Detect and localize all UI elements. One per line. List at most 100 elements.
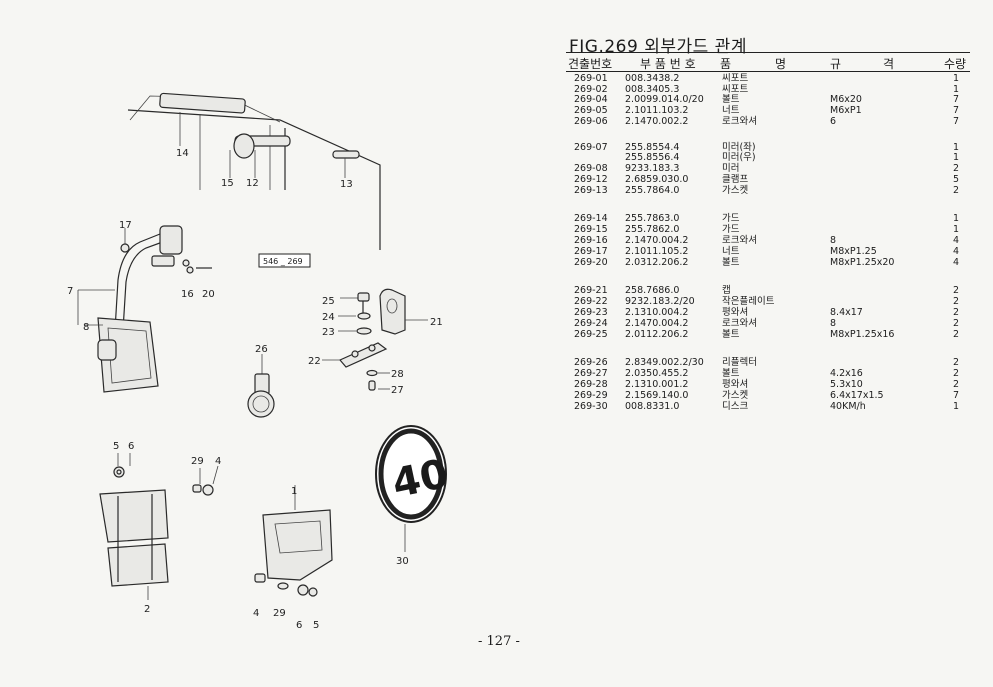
part-spec: M8xP1.25 xyxy=(830,246,877,257)
part-number: 2.1310.004.2 xyxy=(625,307,689,318)
part-name: 미러(우) xyxy=(722,152,756,163)
item-number: 269-25 xyxy=(574,329,608,340)
item-number: 269-15 xyxy=(574,224,608,235)
callout: 27 xyxy=(391,385,404,396)
callout: 25 xyxy=(322,296,335,307)
part-quantity: 4 xyxy=(953,235,960,246)
part-number: 255.8556.4 xyxy=(625,152,680,163)
part-quantity: 4 xyxy=(953,257,960,268)
part-quantity: 5 xyxy=(953,174,960,185)
part-spec: 4.2x16 xyxy=(830,368,863,379)
part-spec: 8.4x17 xyxy=(830,307,863,318)
header-no: 견출번호 xyxy=(568,57,613,71)
part-name: 볼트 xyxy=(722,257,740,268)
part-name: 가스켓 xyxy=(722,390,749,401)
part-quantity: 7 xyxy=(953,105,960,116)
part-quantity: 2 xyxy=(953,357,960,368)
part-name: 볼트 xyxy=(722,94,740,105)
item-number: 269-05 xyxy=(574,105,608,116)
header-qty: 수량 xyxy=(944,57,967,71)
callout: 1 xyxy=(291,486,297,497)
callout: 6 xyxy=(128,441,134,452)
part-spec: 6.4x17x1.5 xyxy=(830,390,884,401)
part-quantity: 1 xyxy=(953,84,960,95)
part-spec: 40KM/h xyxy=(830,401,866,412)
part-number: 008.3438.2 xyxy=(625,73,680,84)
part-number: 255.7863.0 xyxy=(625,213,680,224)
callout: 28 xyxy=(391,369,404,380)
part-name: 리플렉터 xyxy=(722,357,757,368)
callout: 8 xyxy=(83,322,89,333)
callout: 30 xyxy=(396,556,409,567)
part-number: 008.8331.0 xyxy=(625,401,680,412)
item-number: 269-26 xyxy=(574,357,608,368)
part-quantity: 1 xyxy=(953,213,960,224)
callout: 12 xyxy=(246,178,259,189)
header-name-a: 품 xyxy=(720,57,732,71)
part-number: 2.0350.455.2 xyxy=(625,368,689,379)
title-underline xyxy=(566,52,970,53)
part-name: 로크와셔 xyxy=(722,116,757,127)
part-number: 255.7862.0 xyxy=(625,224,680,235)
callout: 4 xyxy=(253,608,259,619)
part-name: 가스켓 xyxy=(722,185,749,196)
speed-limit-disc xyxy=(375,425,447,552)
reflector xyxy=(247,354,275,418)
callout: 14 xyxy=(176,148,189,159)
lower-guard xyxy=(99,453,219,600)
disc-number: 40 xyxy=(388,451,452,508)
item-number: 269-07 xyxy=(574,142,608,153)
part-spec: 6 xyxy=(830,116,837,127)
part-number: 255.7864.0 xyxy=(625,185,680,196)
part-name: 평와셔 xyxy=(722,307,749,318)
rear-guard-assembly xyxy=(127,92,381,250)
callout: 15 xyxy=(221,178,234,189)
part-name: 볼트 xyxy=(722,329,740,340)
item-number: 269-17 xyxy=(574,246,608,257)
item-number: 269-27 xyxy=(574,368,608,379)
part-number: 008.3405.3 xyxy=(625,84,680,95)
part-number: 2.1470.004.2 xyxy=(625,318,689,329)
part-number: 9233.183.3 xyxy=(625,163,680,174)
part-spec: 5.3x10 xyxy=(830,379,863,390)
part-number: 258.7686.0 xyxy=(625,285,680,296)
part-number: 2.0112.206.2 xyxy=(625,329,689,340)
part-spec: 8 xyxy=(830,235,837,246)
part-quantity: 7 xyxy=(953,390,960,401)
drawing-reference: 546 _ 269 xyxy=(263,257,303,266)
callout: 16 xyxy=(181,289,194,300)
item-number: 269-04 xyxy=(574,94,608,105)
part-name: 디스크 xyxy=(722,401,749,412)
callout: 5 xyxy=(313,620,319,631)
mirror-assembly xyxy=(77,225,212,393)
part-quantity: 2 xyxy=(953,163,960,174)
part-quantity: 4 xyxy=(953,246,960,257)
callout: 22 xyxy=(308,356,321,367)
part-name: 너트 xyxy=(722,246,740,257)
part-name: 너트 xyxy=(722,105,740,116)
item-number: 269-16 xyxy=(574,235,608,246)
callout: 20 xyxy=(202,289,215,300)
part-number: 2.1470.004.2 xyxy=(625,235,689,246)
part-number: 2.6859.030.0 xyxy=(625,174,689,185)
part-name: 가드 xyxy=(722,224,740,235)
header-underline xyxy=(566,71,970,72)
item-number: 269-21 xyxy=(574,285,608,296)
part-quantity: 1 xyxy=(953,152,960,163)
part-number: 255.8554.4 xyxy=(625,142,680,153)
callout: 24 xyxy=(322,312,335,323)
callout: 29 xyxy=(191,456,204,467)
item-number: 269-20 xyxy=(574,257,608,268)
